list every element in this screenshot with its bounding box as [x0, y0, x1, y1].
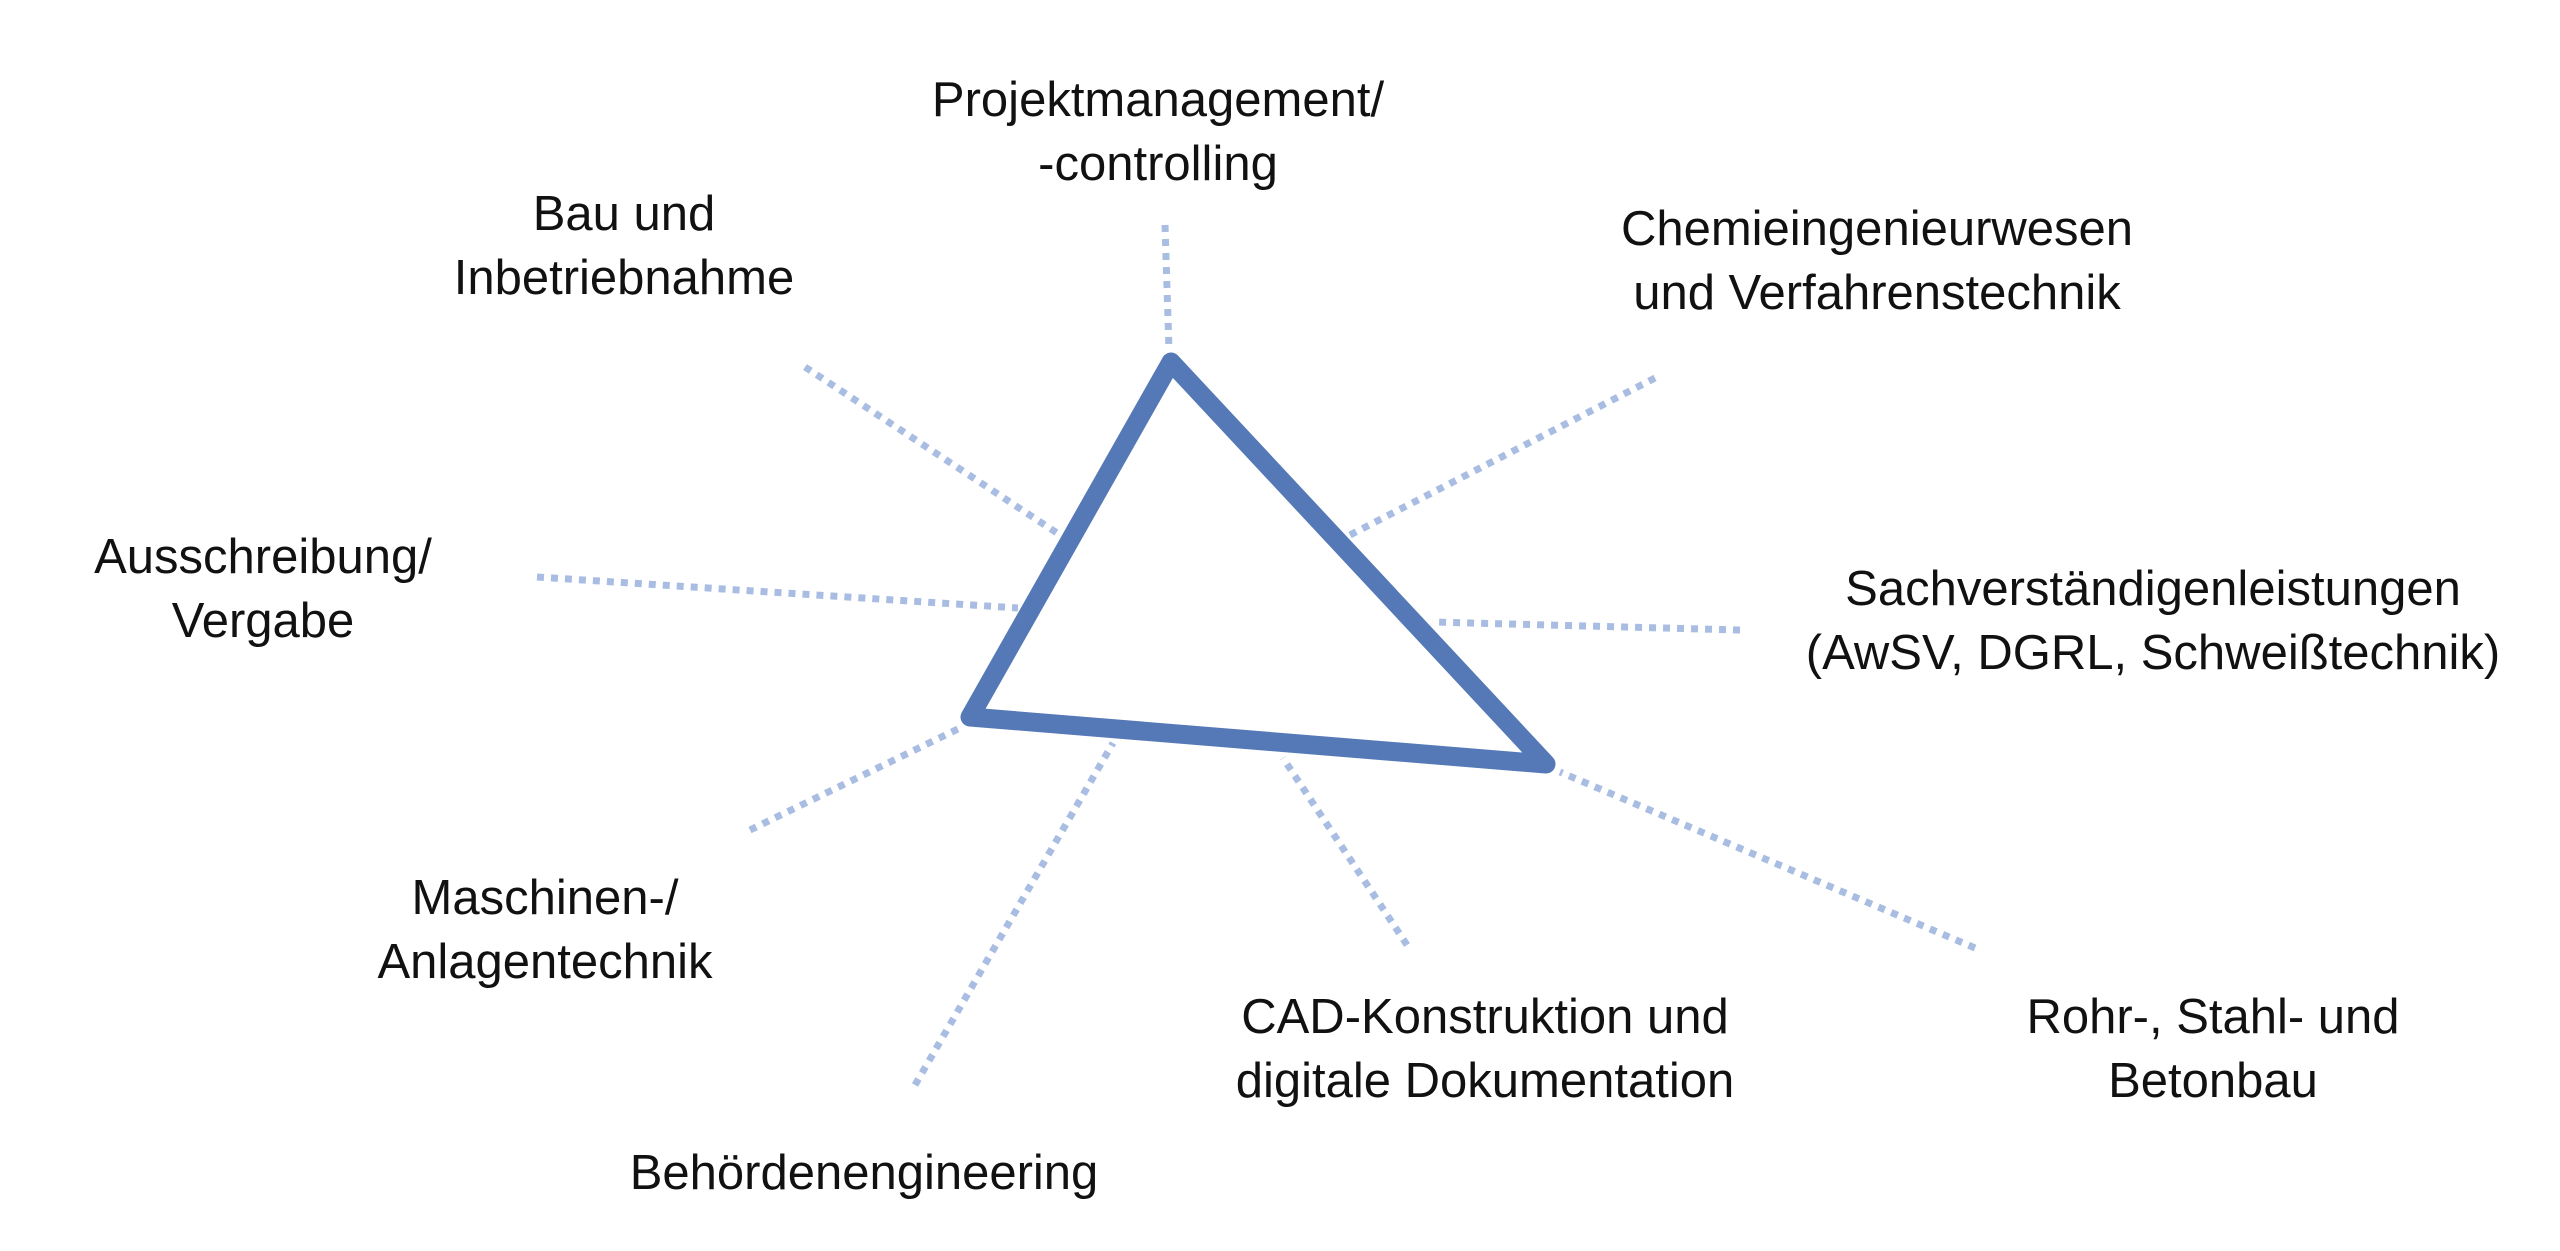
label-rohr-stahl-betonbau: Rohr-, Stahl- und Betonbau	[2026, 985, 2399, 1113]
spoke-projektmanagement	[1161, 224, 1173, 351]
label-cad-konstruktion-line-1: CAD-Konstruktion und	[1241, 990, 1729, 1044]
spoke-sachverstaendigenleistungen	[1431, 618, 1741, 634]
spoke-bau-inbetriebnahme	[803, 364, 1062, 538]
label-sachverstaendigenleistungen-line-1: Sachverständigenleistungen	[1845, 562, 2461, 616]
spoke-rohr-stahl-betonbau	[1558, 768, 1977, 952]
spoke-cad-konstruktion	[1280, 756, 1410, 947]
label-projektmanagement-line-2: -controlling	[1038, 137, 1278, 191]
label-cad-konstruktion: CAD-Konstruktion und digitale Dokumentat…	[1236, 985, 1734, 1113]
label-ausschreibung-vergabe: Ausschreibung/ Vergabe	[94, 525, 432, 653]
label-maschinen-anlagentechnik: Maschinen-/ Anlagentechnik	[377, 866, 712, 994]
label-projektmanagement-line-1: Projektmanagement/	[931, 73, 1385, 127]
label-chemieingenieurwesen: Chemieingenieurwesen und Verfahrenstechn…	[1621, 197, 2133, 325]
label-sachverstaendigenleistungen-line-2: (AwSV, DGRL, Schweißtechnik)	[1805, 626, 2501, 680]
label-cad-konstruktion-line-2: digitale Dokumentation	[1235, 1054, 1735, 1108]
spoke-behoerdenengineering	[911, 741, 1117, 1087]
label-rohr-stahl-betonbau-line-2: Betonbau	[2108, 1054, 2318, 1108]
spoke-ausschreibung-vergabe	[536, 573, 1019, 612]
label-behoerdenengineering-line-1: Behördenengineering	[629, 1146, 1099, 1200]
spoke-maschinen-anlagentechnik	[748, 724, 962, 834]
label-maschinen-anlagentechnik-line-1: Maschinen-/	[411, 871, 679, 925]
label-projektmanagement: Projektmanagement/ -controlling	[932, 68, 1384, 196]
center-triangle	[960, 352, 1556, 774]
label-behoerdenengineering: Behördenengineering	[630, 1141, 1099, 1205]
spoke-chemieingenieurwesen	[1348, 374, 1657, 539]
label-sachverstaendigenleistungen: Sachverständigenleistungen (AwSV, DGRL, …	[1806, 557, 2500, 685]
label-maschinen-anlagentechnik-line-2: Anlagentechnik	[377, 935, 713, 989]
label-rohr-stahl-betonbau-line-1: Rohr-, Stahl- und	[2026, 990, 2400, 1044]
label-bau-inbetriebnahme-line-1: Bau und	[532, 187, 716, 241]
label-bau-inbetriebnahme: Bau und Inbetriebnahme	[454, 182, 795, 310]
label-bau-inbetriebnahme-line-2: Inbetriebnahme	[453, 251, 795, 305]
label-chemieingenieurwesen-line-2: und Verfahrenstechnik	[1633, 266, 2121, 320]
label-chemieingenieurwesen-line-1: Chemieingenieurwesen	[1620, 202, 2134, 256]
label-ausschreibung-vergabe-line-2: Vergabe	[171, 594, 355, 648]
spokes	[536, 224, 1977, 1087]
label-ausschreibung-vergabe-line-1: Ausschreibung/	[94, 530, 432, 584]
